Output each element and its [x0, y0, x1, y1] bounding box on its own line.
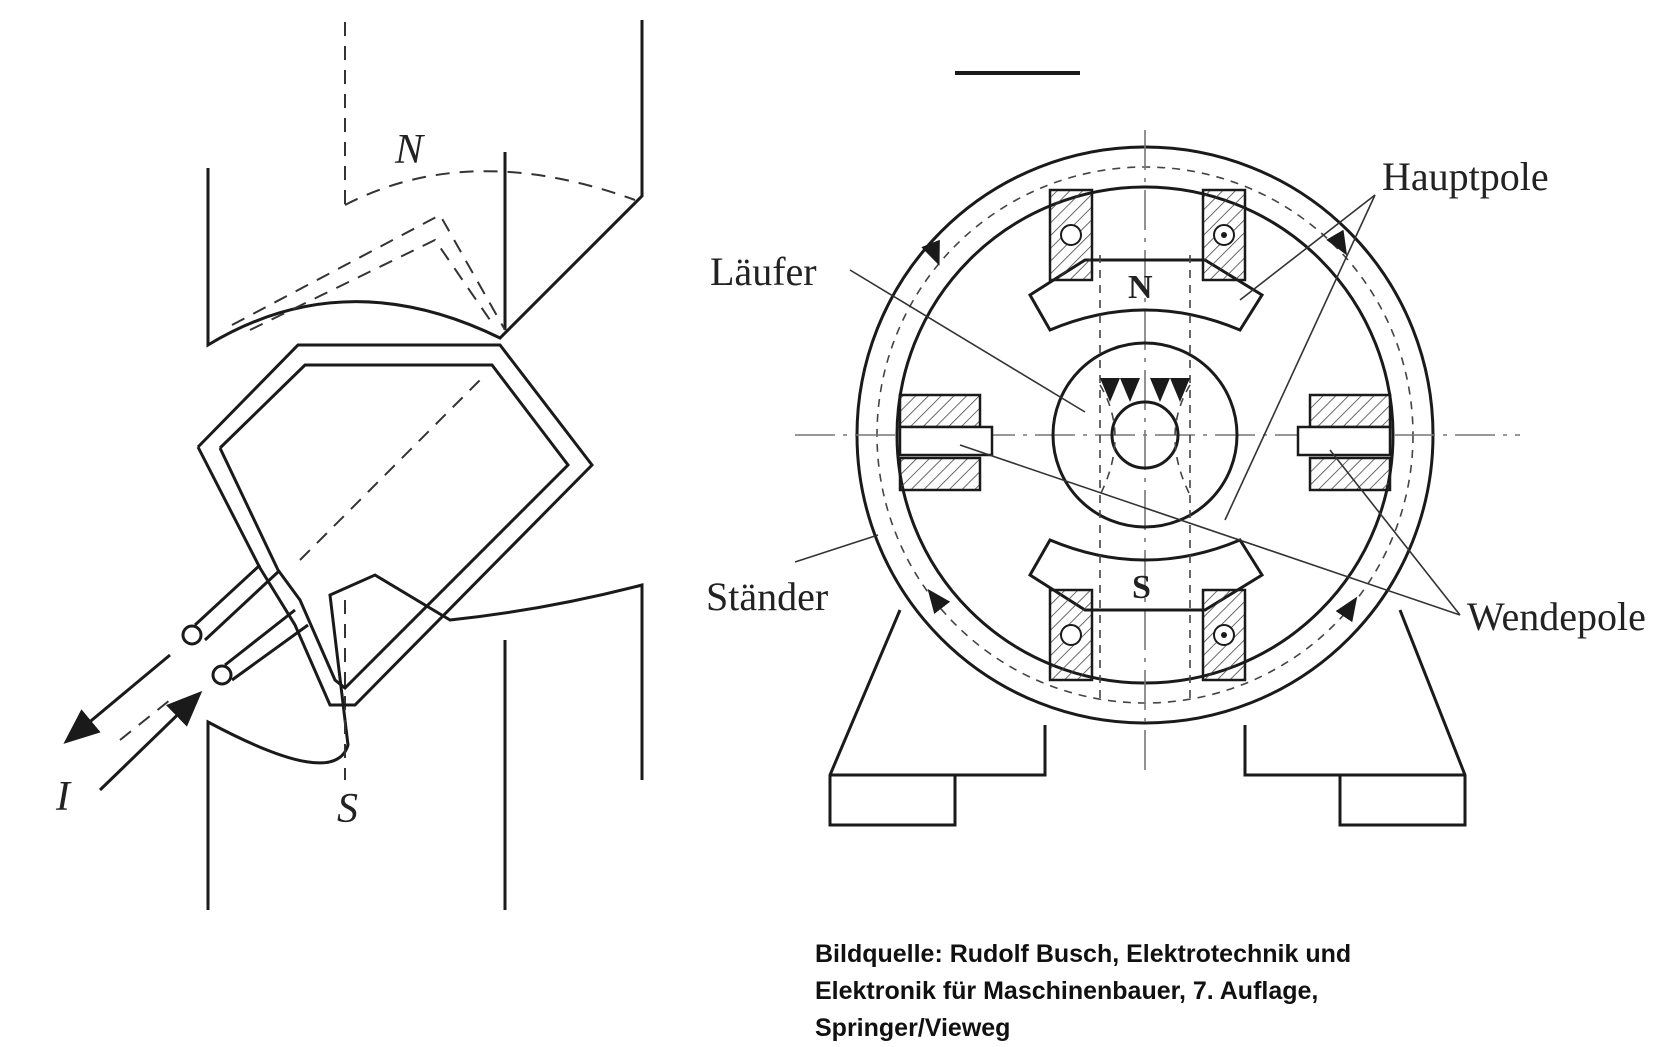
coil-lead-1b: [203, 570, 280, 642]
right-north-label: N: [1128, 269, 1153, 306]
terminal-1: [181, 624, 203, 646]
yoke-arrow-1: [921, 239, 940, 266]
interpole-winding-left-top: [898, 393, 982, 429]
rotor-shaft: [1110, 400, 1180, 470]
base-right: [1243, 609, 1467, 827]
current-arrow-in: [98, 690, 203, 792]
interpole-winding-left-bottom: [898, 456, 982, 492]
left-coil-diagram: N S I: [55, 20, 644, 910]
current-label: I: [55, 774, 72, 820]
leader-main-pole-2: [1224, 194, 1376, 521]
interpole-winding-right-bottom: [1308, 456, 1392, 492]
yoke-arrow-3: [927, 588, 951, 614]
coil-inner: [218, 363, 570, 691]
right-south-label: S: [1132, 569, 1151, 606]
terminal-2: [211, 664, 233, 686]
left-north-label: N: [394, 127, 425, 173]
conductor-cross-bottom: [1060, 624, 1082, 646]
rotor-dashed-coil-top: [231, 213, 506, 331]
current-arrow-out: [63, 653, 171, 744]
label-rotor: Läufer: [710, 249, 817, 294]
interpole-right: [1296, 425, 1392, 457]
diagonal-axis: [299, 379, 481, 561]
rotor-dashed-coil-inner: [249, 238, 491, 331]
north-pole-piece: [206, 20, 644, 348]
coil-lead-1: [193, 563, 262, 627]
coil-lead-2b: [231, 623, 309, 682]
leader-interpole-1: [1329, 449, 1461, 616]
interpole-winding-right-top: [1308, 393, 1392, 429]
left-south-label: S: [337, 786, 358, 832]
caption-line-1: Bildquelle: Rudolf Busch, Elektrotechnik…: [815, 940, 1352, 968]
yoke-arrow-2: [1326, 229, 1348, 256]
conductor-dot-bottom-center: [1221, 632, 1227, 638]
leader-rotor: [849, 269, 1086, 413]
leader-interpole-2: [959, 444, 1461, 616]
image-source-caption: Bildquelle: Rudolf Busch, Elektrotechnik…: [815, 936, 1435, 1047]
current-dash: [119, 699, 171, 741]
label-stator: Ständer: [706, 574, 828, 619]
conductor-cross-top: [1060, 224, 1082, 246]
rotor-dashed-arc: [344, 170, 636, 206]
label-commutating-poles: Wendepole: [1467, 594, 1646, 639]
main-pole-top: [1027, 258, 1265, 332]
right-motor-diagram: N S Läufer Ständer Hauptpole Wendepole: [706, 71, 1646, 827]
caption-line-2: Elektronik für Maschinenbauer, 7. Auflag…: [815, 977, 1319, 1005]
caption-line-3: Springer/Vieweg: [815, 1014, 1011, 1042]
base-left: [828, 609, 1047, 827]
leader-main-pole-1: [1239, 194, 1376, 301]
yoke-arrow-4: [1335, 596, 1358, 623]
winding-top-right: [1201, 188, 1247, 282]
coil-lead-2: [224, 608, 296, 667]
leader-stator: [794, 534, 879, 563]
main-pole-bottom: [1027, 538, 1265, 612]
conductor-dot-top-center: [1221, 232, 1227, 238]
label-main-poles: Hauptpole: [1382, 154, 1549, 199]
south-pole-piece: [206, 573, 644, 910]
interpole-left: [898, 425, 994, 457]
coil-outer: [196, 343, 594, 707]
rotor: [1051, 341, 1239, 529]
